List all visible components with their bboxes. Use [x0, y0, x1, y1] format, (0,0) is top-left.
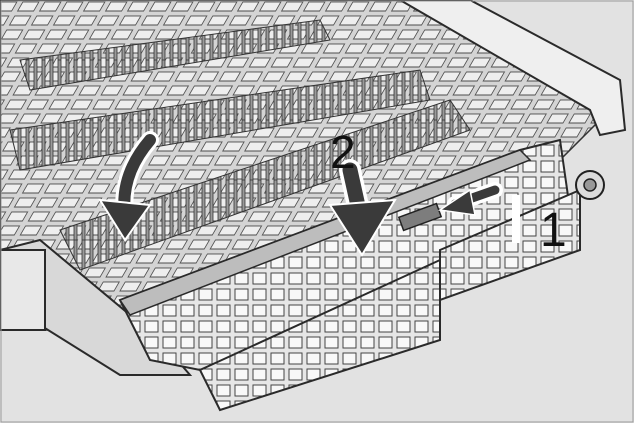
step-label-1: 1 — [540, 204, 567, 257]
basket-top-frame — [398, 0, 627, 137]
rack-adjuster-knob — [575, 170, 605, 200]
push-arrow-icon — [328, 159, 397, 257]
front-basket — [198, 258, 441, 412]
right-basket — [439, 188, 581, 302]
fold-down-arrow-icon — [98, 131, 159, 242]
tine-rows — [9, 19, 471, 271]
slide-arrow-icon — [437, 182, 520, 243]
basket-end-panel — [0, 249, 46, 331]
step-label-2: 2 — [330, 126, 356, 178]
slide-marker — [512, 195, 520, 243]
